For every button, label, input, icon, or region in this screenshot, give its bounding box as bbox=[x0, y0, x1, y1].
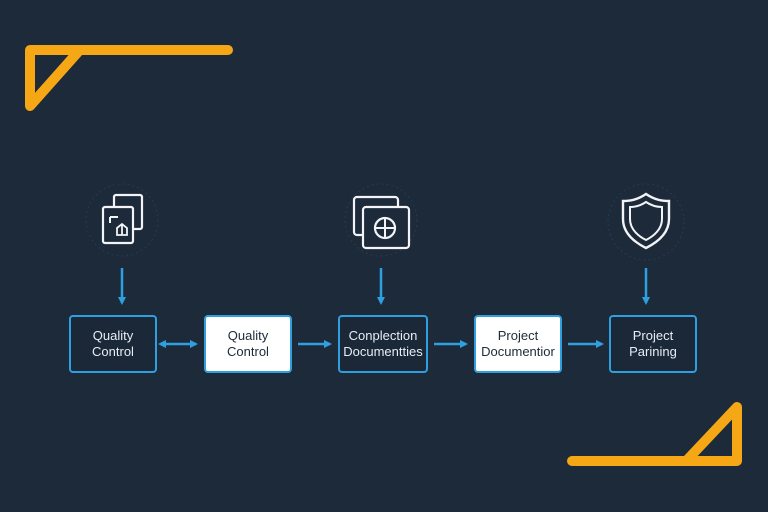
flow-node-project-planning: Project Parining bbox=[609, 315, 697, 373]
node-label-line2: Documentties bbox=[343, 344, 423, 359]
flow-node-completion-documents: Conplection Documentties bbox=[338, 315, 428, 373]
target-window-icon bbox=[344, 183, 418, 257]
flow-node-quality-control-2: Quality Control bbox=[204, 315, 292, 373]
node-label-line1: Project bbox=[497, 328, 539, 343]
node-label-line2: Control bbox=[92, 344, 134, 359]
flow-node-project-documentation: Project Documentior bbox=[474, 315, 562, 373]
flow-node-quality-control-1: Quality Control bbox=[69, 315, 157, 373]
corner-accent-top-left bbox=[25, 45, 233, 111]
node-label-line1: Quality bbox=[92, 328, 134, 343]
node-label-line2: Control bbox=[227, 344, 269, 359]
node-label-line2: Documentior bbox=[481, 344, 555, 359]
node-label-line1: Quality bbox=[227, 328, 269, 343]
corner-accent-bottom-right bbox=[567, 402, 742, 466]
node-label-line2: Parining bbox=[629, 344, 677, 359]
shield-icon bbox=[607, 183, 685, 261]
node-label-line1: Conplection bbox=[348, 328, 418, 343]
document-stack-icon bbox=[85, 183, 159, 257]
node-label-line1: Project bbox=[632, 328, 674, 343]
